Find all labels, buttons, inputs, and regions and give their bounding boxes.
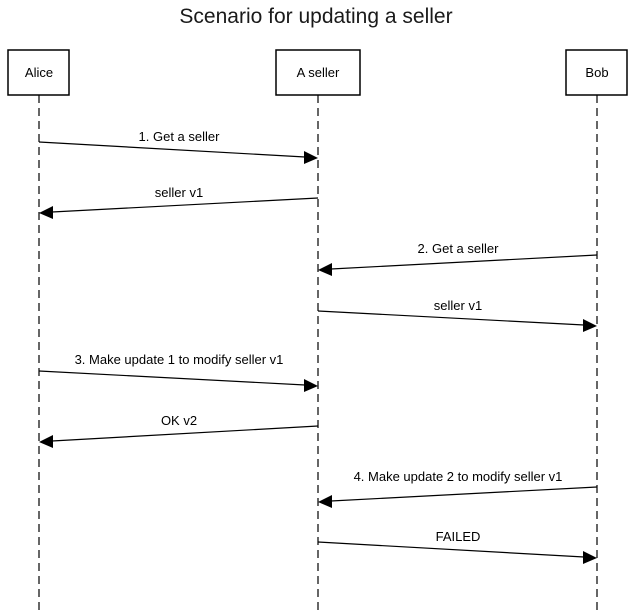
message-8-label: FAILED bbox=[436, 529, 481, 544]
message-7-label: 4. Make update 2 to modify seller v1 bbox=[354, 469, 563, 484]
diagram-title: Scenario for updating a seller bbox=[179, 5, 452, 28]
message-7: 4. Make update 2 to modify seller v1 bbox=[318, 469, 598, 508]
message-2-label: seller v1 bbox=[155, 185, 203, 200]
message-5-label: 3. Make update 1 to modify seller v1 bbox=[75, 352, 284, 367]
message-6: OK v2 bbox=[39, 413, 319, 448]
message-1-label: 1. Get a seller bbox=[139, 129, 221, 144]
message-4: seller v1 bbox=[317, 298, 597, 332]
message-2: seller v1 bbox=[39, 185, 319, 219]
message-4-label: seller v1 bbox=[434, 298, 482, 313]
actor-alice: Alice bbox=[7, 49, 70, 96]
message-3-label: 2. Get a seller bbox=[418, 241, 500, 256]
message-8: FAILED bbox=[317, 529, 597, 564]
actor-bob: Bob bbox=[565, 49, 628, 96]
message-5: 3. Make update 1 to modify seller v1 bbox=[38, 352, 318, 392]
message-6-label: OK v2 bbox=[161, 413, 197, 428]
actor-seller-label: A seller bbox=[297, 65, 340, 80]
actor-bob-label: Bob bbox=[585, 65, 608, 80]
actor-seller: A seller bbox=[275, 49, 361, 96]
message-1: 1. Get a seller bbox=[38, 129, 318, 164]
actor-alice-label: Alice bbox=[25, 65, 53, 80]
message-3: 2. Get a seller bbox=[318, 241, 598, 276]
